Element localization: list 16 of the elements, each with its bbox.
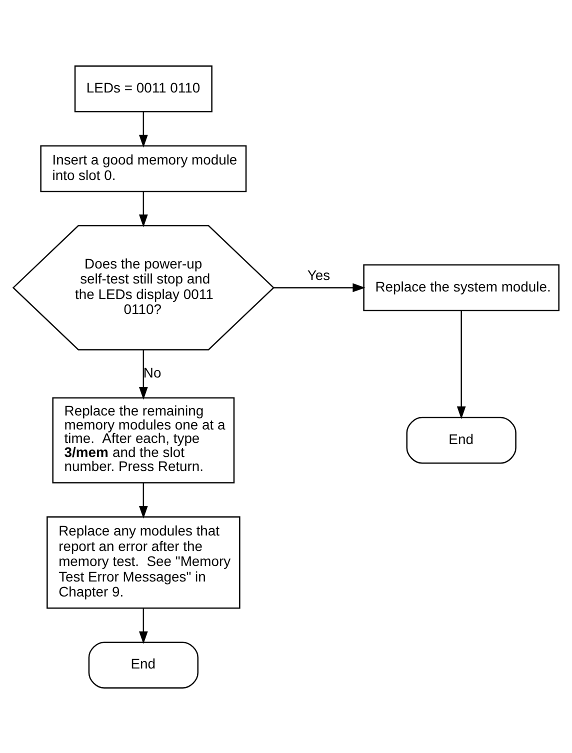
arrow (139, 112, 148, 148)
arrow (139, 191, 148, 227)
node-box: Replace the remaining memory modules one at a time. After each, type 3/mem and the slot number. Press Return. (52, 396, 235, 483)
arrow (139, 350, 148, 400)
arrow (139, 482, 148, 518)
arrow (274, 282, 366, 292)
arrow (139, 608, 148, 644)
node-box: Replace the system module. (363, 264, 560, 311)
edge-label: Yes (307, 266, 330, 282)
node-box: Replace any modules that report an error after the memory test. See "Memory Test Error Messages" in Chapter 9. (46, 516, 240, 608)
node-box: Insert a good memory module into slot 0. (40, 144, 247, 192)
node-box: End (406, 416, 516, 464)
node-box: LEDs = 0011 0110 (74, 64, 212, 112)
edge-label: No (143, 364, 162, 380)
node-box: End (88, 641, 199, 688)
arrow (456, 310, 466, 419)
